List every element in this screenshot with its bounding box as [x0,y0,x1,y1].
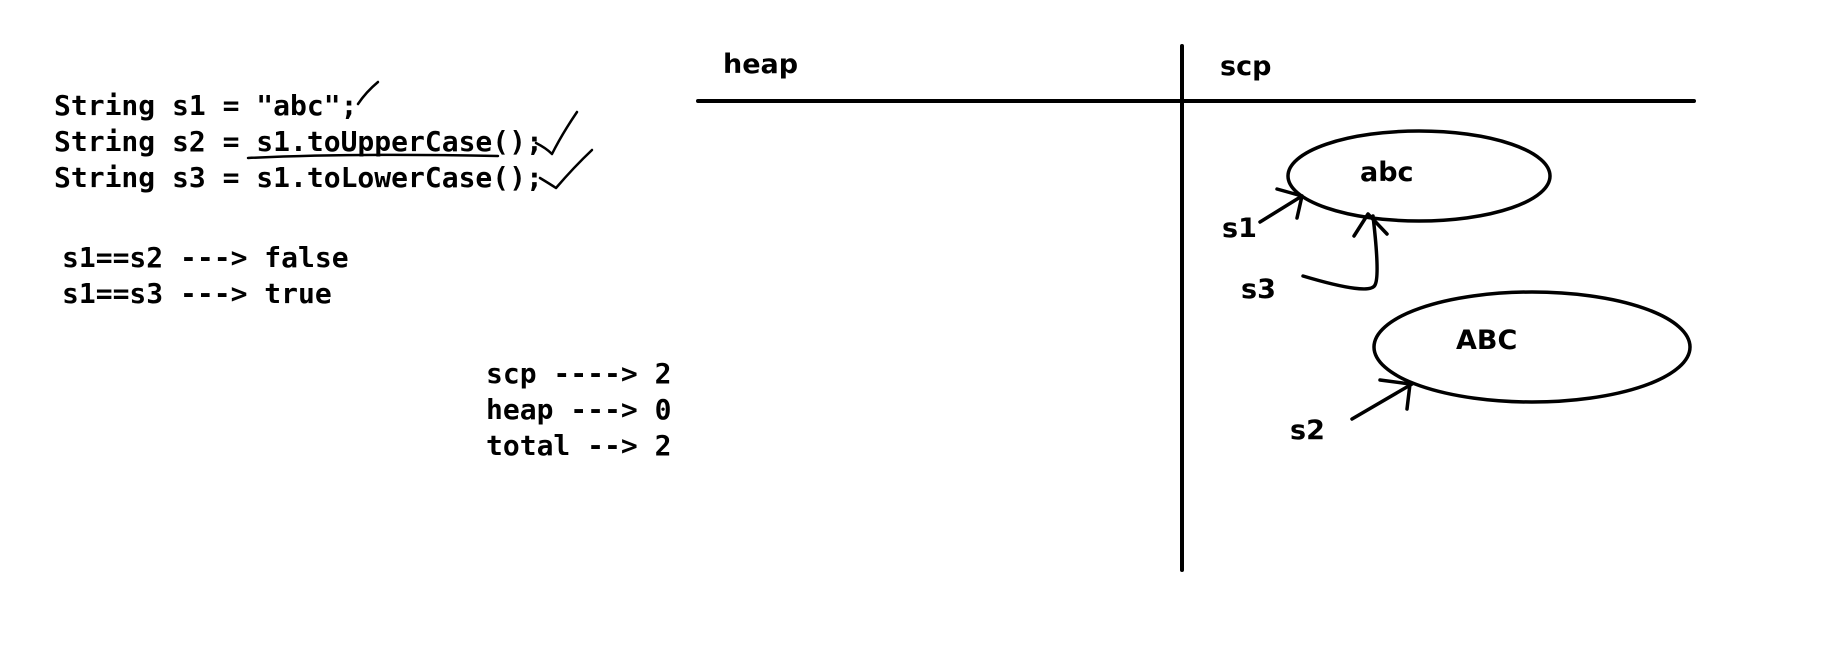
object-ABC-label: ABC [1456,325,1518,356]
underline-touppercase [246,153,500,160]
oval-ABC [1372,290,1692,404]
ref-s3-label: s3 [1241,274,1276,305]
comparison-s1-s3: s1==s3 ---> true [62,277,332,310]
arrow-s2 [1350,382,1414,421]
oval-abc [1286,129,1552,223]
heap-header: heap [723,49,799,80]
arrow-s2-head [1378,378,1412,411]
code-line-s2: String s2 = s1.toUpperCase(); [54,125,543,158]
check-mark-2 [534,110,579,156]
arrow-s1-head [1275,187,1304,220]
arrow-s3 [1301,214,1379,291]
count-heap: heap ---> 0 [486,393,672,426]
check-mark-3 [538,148,594,190]
scp-header: scp [1220,51,1272,82]
arrow-s1 [1258,194,1304,224]
count-scp: scp ----> 2 [486,357,672,390]
code-line-s3: String s3 = s1.toLowerCase(); [54,161,543,194]
count-total: total --> 2 [486,429,672,462]
code-line-s1: String s1 = "abc"; [54,89,358,122]
ref-s2-label: s2 [1290,415,1325,446]
check-mark-1 [356,80,380,106]
ref-s1-label: s1 [1222,213,1257,244]
object-abc-label: abc [1360,157,1414,188]
comparison-s1-s2: s1==s2 ---> false [62,241,349,274]
arrow-s3-head [1352,212,1389,238]
